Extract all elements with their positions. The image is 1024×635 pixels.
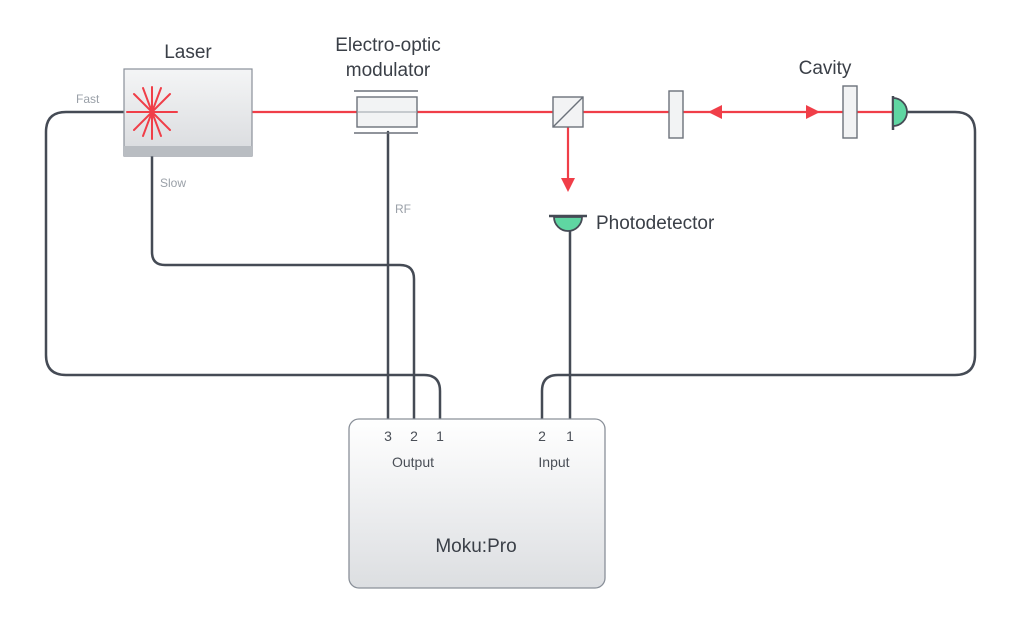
eom-label-line2: modulator: [346, 60, 431, 81]
photodetector-icon: [549, 214, 587, 232]
beam-splitter: [552, 96, 584, 128]
eom-label-line1: Electro-optic: [335, 35, 441, 56]
output-port-1: 1: [436, 428, 444, 444]
fast-cable: [44, 110, 442, 422]
photodetector-label: Photodetector: [596, 213, 715, 234]
beam-arrow-down: [561, 178, 575, 192]
input-label: Input: [538, 454, 569, 470]
device-name: Moku:Pro: [435, 536, 516, 557]
cavity-label: Cavity: [799, 58, 852, 79]
input-port-1: 1: [566, 428, 574, 444]
moku-pro-device: [348, 418, 606, 589]
output-port-2: 2: [410, 428, 418, 444]
electro-optic-modulator: [354, 90, 418, 134]
cavity-input-mirror: [668, 90, 684, 139]
laser-burst-icon: [126, 86, 178, 140]
beam-arrow-left: [708, 105, 722, 119]
transmission-photodetector-icon: [891, 96, 908, 130]
slow-label: Slow: [160, 176, 186, 190]
output-label: Output: [392, 454, 434, 470]
beam-arrow-right: [806, 105, 820, 119]
transmission-detector-cable: [540, 110, 977, 422]
cavity-output-mirror: [842, 85, 858, 139]
output-port-3: 3: [384, 428, 392, 444]
input-port-2: 2: [538, 428, 546, 444]
laser-label: Laser: [164, 42, 212, 63]
fast-label: Fast: [76, 92, 100, 106]
laser: [123, 68, 253, 157]
rf-label: RF: [395, 202, 411, 216]
slow-cable: [150, 154, 416, 422]
